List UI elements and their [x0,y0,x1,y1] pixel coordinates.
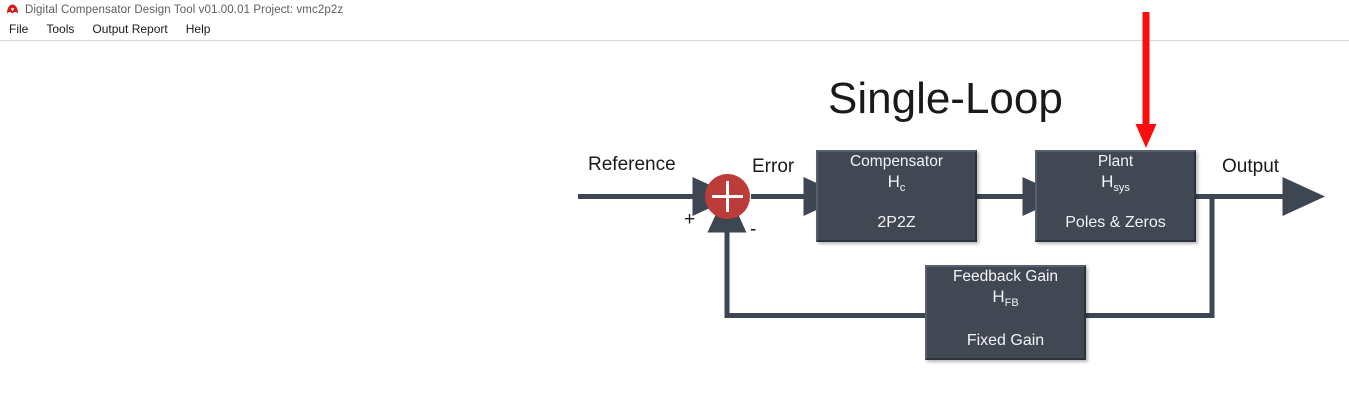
menu-item-output-report[interactable]: Output Report [92,22,168,36]
block-compensator-symbol: Hc [888,172,906,194]
menu-item-tools[interactable]: Tools [46,22,75,36]
block-compensator[interactable]: Compensator Hc 2P2Z [816,150,977,242]
sum-negative-sign: - [750,219,757,240]
menu-item-file[interactable]: File [9,22,29,36]
signal-label-reference: Reference [588,154,676,175]
window-title: Digital Compensator Design Tool v01.00.0… [25,3,344,16]
menubar: File Tools Output Report Help [0,20,1349,38]
diagram-title: Single-Loop [828,74,1063,123]
block-plant-name: Plant [1097,153,1134,170]
block-compensator-name: Compensator [849,153,944,170]
sum-positive-sign: + [684,209,696,230]
block-compensator-subtitle: 2P2Z [877,214,916,231]
block-plant-subtitle: Poles & Zeros [1065,214,1166,231]
block-compensator-symbol-base: H [887,172,900,191]
block-feedback-symbol: HFB [992,287,1018,309]
signal-label-output: Output [1222,156,1280,177]
wire-output-to-feedback [1086,196,1215,318]
signal-label-error: Error [752,156,795,177]
block-feedback-subtitle: Fixed Gain [966,332,1045,349]
summing-junction-icon[interactable] [705,174,750,219]
wire-feedback-to-sum [707,190,925,318]
block-feedback-name: Feedback Gain [952,268,1059,285]
menubar-separator [0,40,1349,41]
block-compensator-symbol-sub: c [899,182,906,194]
block-feedback-symbol-sub: FB [1004,297,1019,309]
window-titlebar: Digital Compensator Design Tool v01.00.0… [0,0,1349,19]
menu-item-help[interactable]: Help [185,22,211,36]
signal-wires [578,177,1325,318]
block-plant-symbol-sub: sys [1113,182,1130,194]
block-feedback-symbol-base: H [992,287,1005,306]
block-plant[interactable]: Plant Hsys Poles & Zeros [1035,150,1196,242]
block-feedback-gain[interactable]: Feedback Gain HFB Fixed Gain [925,265,1086,360]
diagram-canvas[interactable]: Single-Loop Reference Error Output + - C… [0,41,1349,408]
block-plant-symbol-base: H [1101,172,1114,191]
block-plant-symbol: Hsys [1101,172,1130,194]
app-logo-icon [6,3,19,16]
sum-cross-vertical [726,181,729,212]
